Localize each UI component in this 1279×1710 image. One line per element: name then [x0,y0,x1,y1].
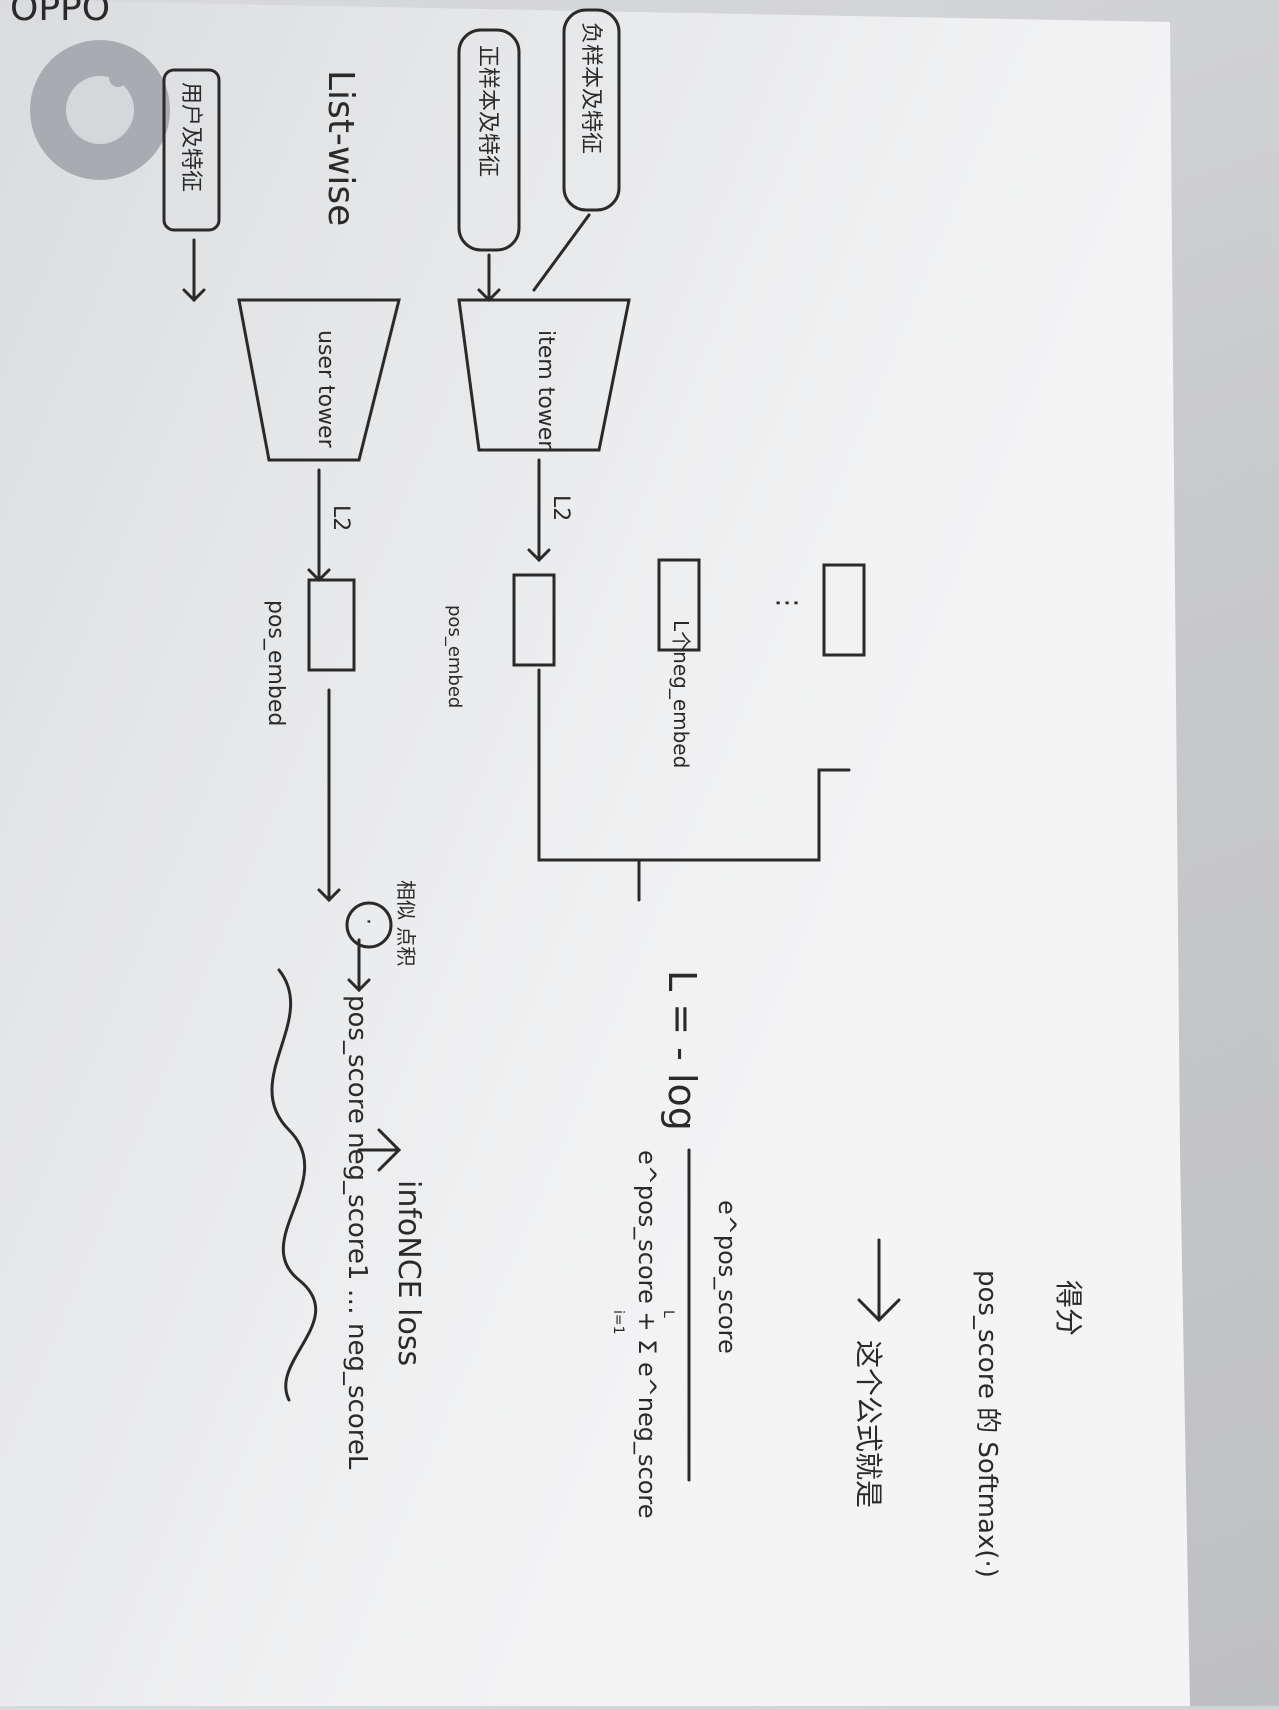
formula-denominator: e^pos_score + Σ e^neg_score [633,1150,661,1519]
positive-features-box [457,28,521,252]
negative-features-box [562,8,621,212]
pos-embed-label-top: pos_embed [263,600,288,726]
dot-product-circle [345,901,393,949]
logo-text: OPPO [10,0,110,29]
formula-sum-index: i=1 [610,1310,626,1335]
l2-label-user: L2 [328,505,353,531]
positive-features-label: 正样本及特征 [475,45,500,177]
formula-lhs: L = - log [660,970,704,1131]
pos-embed-label-mid: pos_embed [444,605,465,708]
l2-label-item: L2 [548,495,573,521]
formula-sum-upper: L [660,1310,676,1318]
user-tower-shape [237,298,401,462]
oppo-logo: OPPO [10,0,170,180]
neg-embed-label: L个neg_embed [669,620,693,768]
neg-embedding-bar-1 [657,558,701,652]
user-features-label: 用户及特征 [178,82,203,192]
user-tower-label: user tower [313,330,338,449]
item-tower-label: item tower [533,330,558,450]
formula-numerator: e^pos_score [713,1200,741,1354]
neg-embedding-bar-2 [822,563,866,657]
item-tower-shape [457,298,631,452]
conclusion-line1: 这个公式就是 [852,1340,885,1508]
vertical-dots: ⋮ [772,590,802,616]
similarity-label: 相似 点积 [394,880,418,966]
conclusion-line3: 得分 [1052,1280,1085,1336]
user-embedding-bar [307,578,356,672]
scores-brace [270,968,318,1402]
dot-product-symbol: · [355,918,380,925]
scores-text: pos_score neg_score1 … neg_scoreL [342,995,372,1470]
user-features-box [162,68,221,232]
title-text: List-wise [320,70,361,226]
pos-item-embedding-bar [512,573,556,667]
conclusion-line2: pos_score 的 Softmax(·) [972,1270,1002,1578]
negative-features-label: 负样本及特征 [578,22,603,154]
loss-name: infoNCE loss [391,1180,426,1366]
